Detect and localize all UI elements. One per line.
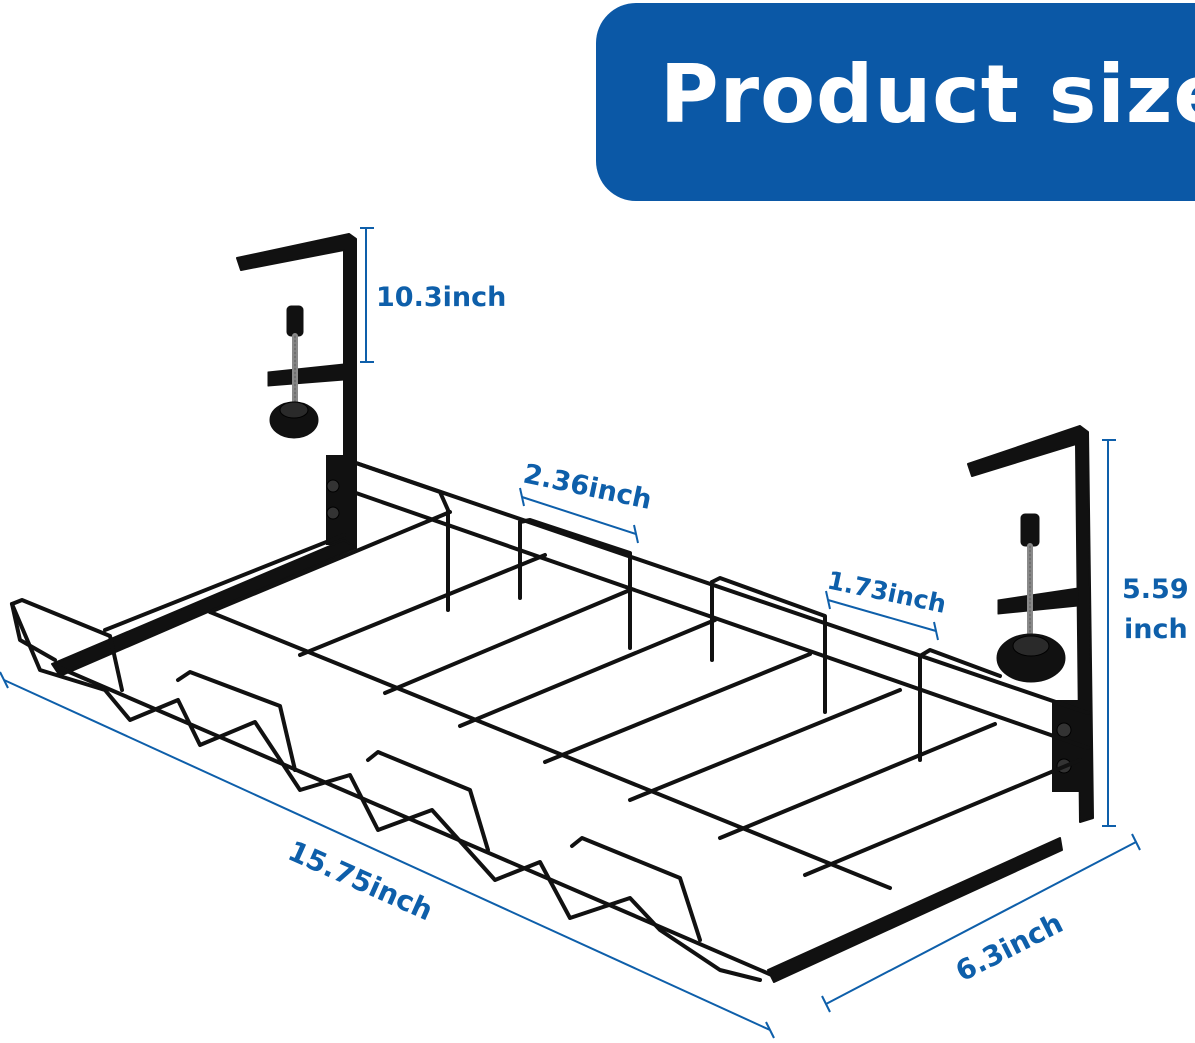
dimension-lines (0, 227, 1141, 1039)
side-height-value-label: 5.59 (1122, 574, 1189, 605)
right-screw-clamp (996, 513, 1079, 683)
slot-width-label: 2.36inch (521, 459, 655, 516)
left-clamp-bracket (236, 233, 357, 553)
clamp-height-dimension (360, 227, 374, 363)
cable-tray (10, 233, 1094, 983)
slot-gap-dimension (825, 590, 939, 641)
title-banner (596, 3, 1195, 201)
depth-dimension (821, 833, 1141, 1013)
length-dimension (0, 671, 775, 1039)
page-title: Product size (660, 48, 1195, 141)
side-height-unit-label: inch (1124, 614, 1188, 645)
side-height-dimension (1102, 439, 1116, 827)
length-label: 15.75inch (283, 834, 438, 927)
slot-gap-label: 1.73inch (825, 566, 949, 619)
left-screw-clamp (267, 305, 345, 439)
clamp-height-label: 10.3inch (376, 282, 506, 313)
slot-width-dimension (519, 487, 639, 544)
bottom-rails (51, 539, 1063, 983)
depth-label: 6.3inch (950, 906, 1068, 988)
wire-grid (10, 461, 1090, 982)
